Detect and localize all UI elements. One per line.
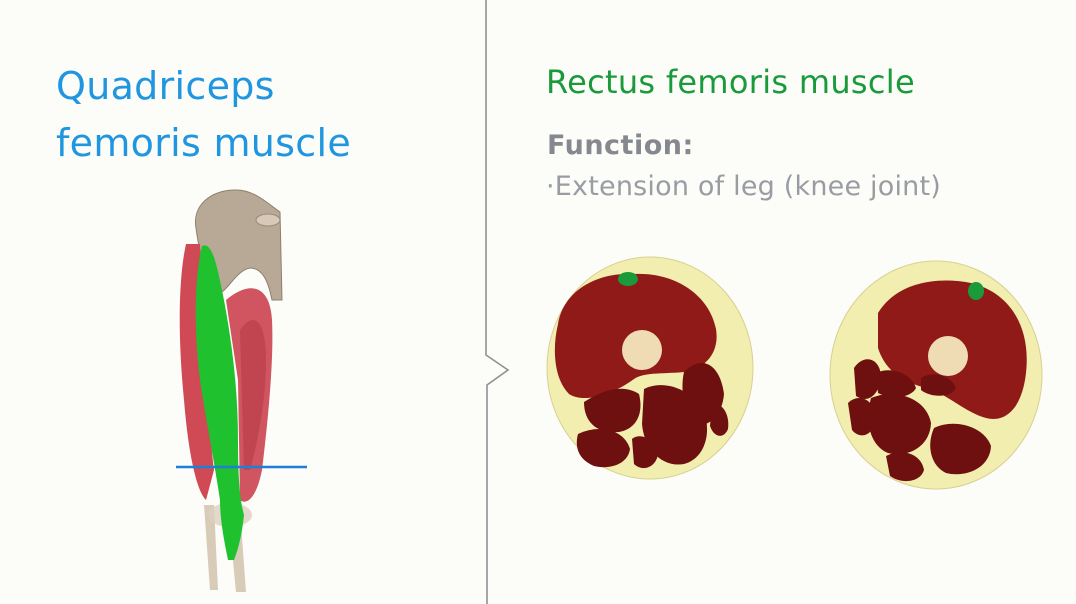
cross-section-right	[829, 260, 1043, 490]
function-item: ·Extension of leg (knee joint)	[546, 171, 941, 202]
left-panel-title: Quadriceps femoris muscle	[56, 58, 351, 172]
cross-section-left	[546, 256, 754, 480]
function-label: Function:	[547, 130, 694, 161]
thigh-illustration	[176, 189, 307, 592]
title-line-2: femoris muscle	[56, 121, 352, 165]
right-panel-title: Rectus femoris muscle	[546, 63, 915, 101]
title-line-1: Quadriceps	[56, 64, 275, 108]
